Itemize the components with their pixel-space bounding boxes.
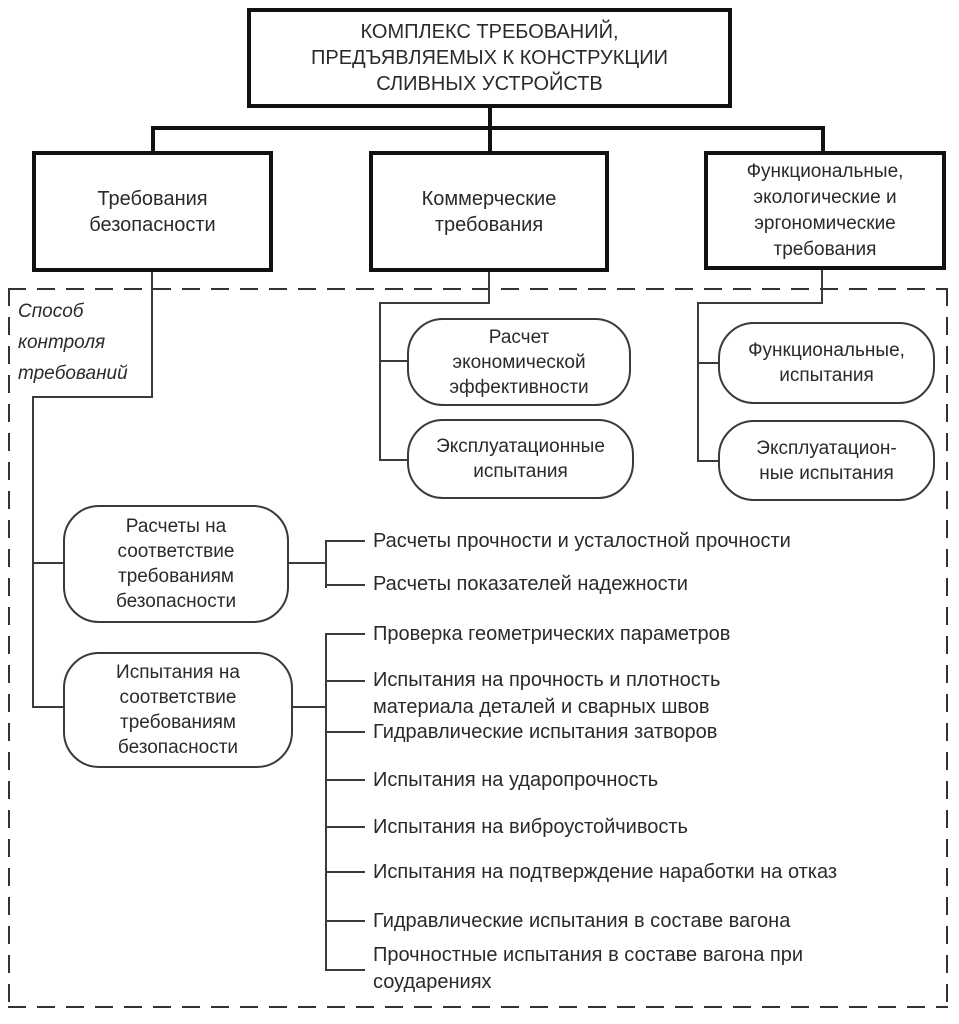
- bracket-test-tick-5: [325, 826, 365, 828]
- list-item-test-3: Гидравлические испытания затворов: [373, 721, 718, 743]
- connector-commercial-tick-2: [379, 459, 409, 461]
- branch-box-safety: Требования безопасности: [32, 151, 273, 272]
- connector-drop-safety: [151, 126, 155, 152]
- root-box: КОМПЛЕКС ТРЕБОВАНИЙ, ПРЕДЪЯВЛЯЕМЫХ К КОН…: [247, 8, 732, 108]
- bracket-calc-tick-2: [325, 584, 365, 586]
- branch-box-functional: Функциональные, экологические и эргономи…: [704, 151, 946, 270]
- connector-functional-down: [821, 270, 823, 304]
- connector-commercial-down: [488, 272, 490, 304]
- method-box-operational-tests-commercial: Эксплуатационные испытания: [407, 419, 634, 499]
- connector-drop-functional: [821, 126, 825, 152]
- bracket-calc-stem: [288, 562, 327, 564]
- bracket-test-tick-6: [325, 871, 365, 873]
- dashed-zone-border-bottom: [8, 1006, 948, 1008]
- connector-safety-tick-calc: [32, 562, 65, 564]
- bracket-test-tick-1: [325, 633, 365, 635]
- dashed-zone-border-top: [8, 288, 948, 290]
- bracket-test-tick-4: [325, 779, 365, 781]
- connector-commercial-rail: [379, 302, 381, 461]
- connector-functional-elbow: [697, 302, 823, 304]
- connector-commercial-tick-1: [379, 360, 409, 362]
- connector-drop-commercial: [488, 126, 492, 152]
- method-box-operational-tests-functional: Эксплуатацион- ные испытания: [718, 420, 935, 501]
- bracket-test-tick-2: [325, 680, 365, 682]
- bracket-test-tick-3: [325, 731, 365, 733]
- connector-root-stem: [488, 108, 492, 130]
- method-box-safety-calculations: Расчеты на соответствие требованиям безо…: [63, 505, 289, 623]
- list-item-test-6: Испытания на подтверждение наработки на …: [373, 861, 838, 883]
- connector-functional-tick-1: [697, 362, 720, 364]
- branch-box-commercial: Коммерческие требования: [369, 151, 609, 272]
- list-item-calc-1: Расчеты прочности и усталостной прочност…: [373, 530, 791, 552]
- list-item-test-7: Гидравлические испытания в составе вагон…: [373, 910, 791, 932]
- bracket-test-rail: [325, 633, 327, 971]
- connector-safety-tick-test: [32, 706, 65, 708]
- list-item-test-8: Прочностные испытания в составе вагона п…: [373, 944, 804, 993]
- bracket-calc-rail: [325, 540, 327, 588]
- list-item-test-5: Испытания на виброустойчивость: [373, 816, 688, 838]
- zone-label: Способ контроля требований: [18, 301, 128, 384]
- bracket-test-stem: [293, 706, 327, 708]
- connector-commercial-elbow: [379, 302, 490, 304]
- method-box-economic-calculation: Расчет экономической эффективности: [407, 318, 631, 406]
- connector-safety-rail: [32, 396, 34, 708]
- connector-functional-rail: [697, 302, 699, 462]
- connector-safety-down: [151, 272, 153, 398]
- bracket-test-tick-7: [325, 920, 365, 922]
- list-item-calc-2: Расчеты показателей надежности: [373, 573, 688, 595]
- dashed-zone-border-left: [8, 288, 10, 1008]
- bracket-calc-tick-1: [325, 540, 365, 542]
- connector-safety-elbow: [32, 396, 153, 398]
- list-item-test-1: Проверка геометрических параметров: [373, 623, 731, 645]
- connector-functional-tick-2: [697, 460, 720, 462]
- list-item-test-4: Испытания на ударопрочность: [373, 769, 659, 791]
- method-box-safety-tests: Испытания на соответствие требованиям бе…: [63, 652, 293, 768]
- method-box-functional-tests: Функциональные, испытания: [718, 322, 935, 404]
- dashed-zone-border-right: [946, 288, 948, 1008]
- bracket-test-tick-8: [325, 969, 365, 971]
- list-item-test-2: Испытания на прочность и плотность матер…: [373, 669, 721, 718]
